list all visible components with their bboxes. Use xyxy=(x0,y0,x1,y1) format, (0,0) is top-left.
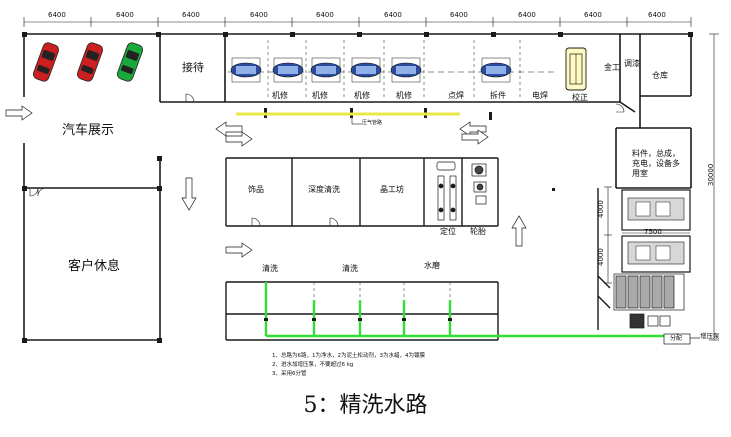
station-polish: 水磨 xyxy=(424,261,440,270)
work-bay-dividers xyxy=(267,40,521,100)
arrow-up xyxy=(511,215,527,247)
room-showroom: 汽车展示 xyxy=(62,123,115,138)
room-deep-cleaning: 深度清洗 xyxy=(308,185,340,194)
dim-top-10: 6400 xyxy=(648,11,666,19)
dim-top-6: 6400 xyxy=(384,11,402,19)
water-pipes xyxy=(264,282,670,342)
note-line-1: 1、总路为6路，1为净水，2为泥土松动剂，3为水蜡，4为镀膜 xyxy=(272,353,425,359)
door-swings xyxy=(29,93,625,197)
dim-top-9: 6400 xyxy=(584,11,602,19)
room-alignment: 定位 xyxy=(440,227,456,236)
dim-right-overall: 30000 xyxy=(707,163,715,186)
showroom-car-red-1 xyxy=(32,42,60,82)
arrow-right-upper xyxy=(225,131,253,147)
wash-bays xyxy=(225,281,499,341)
pipe-tap-markers xyxy=(264,318,452,321)
arrow-right-entrance xyxy=(5,105,33,121)
station-wash-1: 清洗 xyxy=(262,264,278,273)
arrow-right-lower xyxy=(225,242,253,258)
lift-car-6 xyxy=(480,57,512,83)
lift-car-5 xyxy=(390,57,422,83)
room-gold: 金工 xyxy=(604,63,620,72)
room-materials-line-2: 充电，设备多 xyxy=(632,159,680,168)
dim-top-3: 6400 xyxy=(182,11,200,19)
dim-top-4: 6400 xyxy=(250,11,268,19)
right-dimension-line xyxy=(604,33,719,341)
note-line-3: 3、采用6分管 xyxy=(272,371,307,377)
service-rooms xyxy=(225,157,499,227)
equipment-racks xyxy=(613,273,685,329)
tire-machines xyxy=(471,163,487,205)
station-disassembly: 拆件 xyxy=(490,91,506,100)
station-wash-2: 清洗 xyxy=(342,264,358,273)
arrow-right-mid xyxy=(461,129,489,145)
showroom-car-red-2 xyxy=(76,42,104,82)
lift-car-3 xyxy=(310,57,342,83)
station-repair-3: 机修 xyxy=(354,91,370,100)
dim-right-bay-a: 4000 xyxy=(597,200,605,218)
dim-top-5: 6400 xyxy=(316,11,334,19)
dim-top-7: 6400 xyxy=(450,11,468,19)
arrow-left-upper xyxy=(215,121,243,137)
flow-arrows xyxy=(5,105,527,258)
alignment-lift xyxy=(436,161,457,221)
service-room-doors xyxy=(251,217,339,227)
lift-car-4 xyxy=(350,57,382,83)
dim-right-bay-b: 4000 xyxy=(597,248,605,266)
arrow-down xyxy=(181,177,197,211)
top-dimension-line xyxy=(23,17,692,27)
station-electric-weld: 电焊 xyxy=(532,91,548,100)
room-materials-line-3: 用室 xyxy=(632,169,648,178)
paint-bays xyxy=(621,189,691,273)
room-materials-line-1: 料件，总成， xyxy=(632,149,680,158)
room-warehouse: 仓库 xyxy=(652,71,668,80)
room-craft: 晶工坊 xyxy=(380,185,404,194)
wash-bay-dividers xyxy=(265,282,451,314)
calibration-bench xyxy=(565,47,587,91)
station-repair-1: 机修 xyxy=(272,91,288,100)
arrow-left-mid xyxy=(459,121,487,137)
station-paint-spot: 点焊 xyxy=(448,91,464,100)
dim-top-1: 6400 xyxy=(48,11,66,19)
distribution-box xyxy=(663,333,691,345)
label-booster-pump: 增压泵 xyxy=(700,332,720,340)
label-air-line: 压气管路 xyxy=(362,120,383,126)
station-calibration: 校正 xyxy=(572,93,588,102)
station-repair-2: 机修 xyxy=(312,91,328,100)
building-walls xyxy=(23,33,692,341)
dim-top-2: 6400 xyxy=(116,11,134,19)
pipe-notes: 1、总路为6路，1为净水，2为泥土松动剂，3为水蜡，4为镀膜 2、进水加增压泵，… xyxy=(272,352,425,379)
label-distribution: 分配 xyxy=(670,335,683,342)
right-wall-segments xyxy=(597,188,611,330)
lift-car-2 xyxy=(272,57,304,83)
room-reception: 接待 xyxy=(182,61,204,74)
air-line xyxy=(236,112,460,125)
note-line-2: 2、进水加增压泵，不要超过6 kg xyxy=(272,362,354,368)
station-repair-4: 机修 xyxy=(396,91,412,100)
room-decor: 饰品 xyxy=(248,185,264,194)
lift-car-1 xyxy=(230,57,262,83)
figure-caption: 5：精洗水路 xyxy=(303,393,428,418)
showroom-car-green xyxy=(116,42,144,82)
room-tire: 轮胎 xyxy=(470,227,486,236)
dim-top-8: 6400 xyxy=(518,11,536,19)
dim-bay-width: 7500 xyxy=(644,228,662,236)
room-paint: 调漆 xyxy=(624,59,640,68)
room-lounge: 客户休息 xyxy=(68,259,121,274)
